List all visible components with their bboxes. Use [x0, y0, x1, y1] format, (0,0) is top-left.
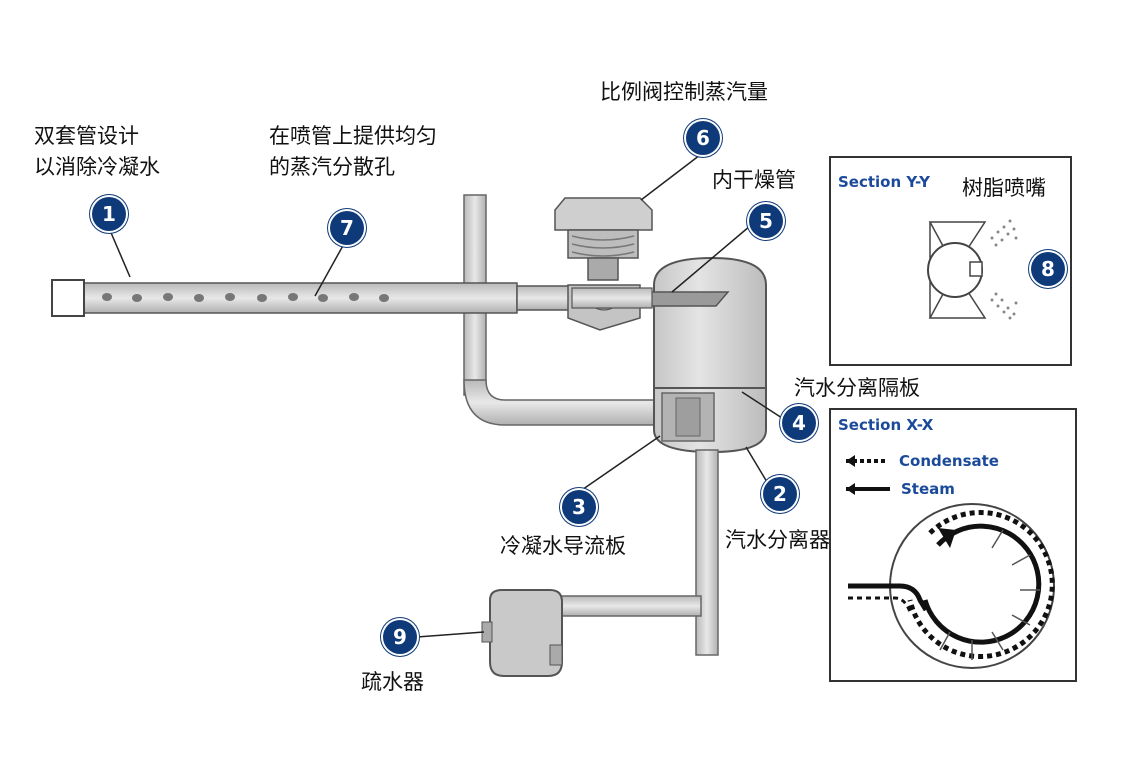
separator-tank: [653, 256, 767, 454]
badge-8: 8: [1031, 252, 1065, 286]
drain-pipe: [555, 449, 719, 656]
label-double-pipe-line2: 以消除冷凝水: [34, 155, 160, 179]
section-xx-graphic: [848, 503, 1055, 669]
section-yy-graphic: [927, 219, 1018, 320]
label-double-pipe-line1: 双套管设计: [34, 124, 139, 148]
label-inner-dry-tube: 内干燥管: [712, 168, 796, 192]
valve-actuator: [554, 197, 653, 331]
steam-trap: [481, 589, 563, 677]
badge-6: 6: [686, 121, 720, 155]
label-trap: 疏水器: [361, 670, 424, 694]
badge-4: 4: [782, 406, 816, 440]
dispersion-tube: [51, 279, 573, 317]
badge-5: 5: [749, 204, 783, 238]
steam-holes: [102, 293, 389, 302]
badge-9: 9: [383, 620, 417, 654]
label-separator-baffle: 汽水分离隔板: [794, 376, 920, 400]
section-xx-title: Section X-X: [838, 416, 934, 434]
label-resin-nozzle: 树脂喷嘴: [962, 176, 1046, 200]
badge-3: 3: [562, 490, 596, 524]
legend-steam: Steam: [901, 480, 955, 498]
legend-condensate: Condensate: [899, 452, 999, 470]
badge-1: 1: [92, 197, 126, 231]
label-separator: 汽水分离器: [725, 528, 830, 552]
label-condensate-baffle: 冷凝水导流板: [500, 534, 626, 558]
section-xx-legend-arrows: [846, 455, 890, 495]
badge-2: 2: [763, 477, 797, 511]
section-yy-title: Section Y-Y: [838, 173, 930, 191]
valve-outlet-pipe: [571, 287, 653, 309]
label-proportional-valve: 比例阀控制蒸汽量: [600, 80, 768, 104]
label-nozzle-holes-line1: 在喷管上提供均匀: [269, 124, 437, 148]
label-nozzle-holes-line2: 的蒸汽分散孔: [269, 155, 395, 179]
inner-dry-tube: [639, 291, 730, 307]
badge-7: 7: [330, 211, 364, 245]
